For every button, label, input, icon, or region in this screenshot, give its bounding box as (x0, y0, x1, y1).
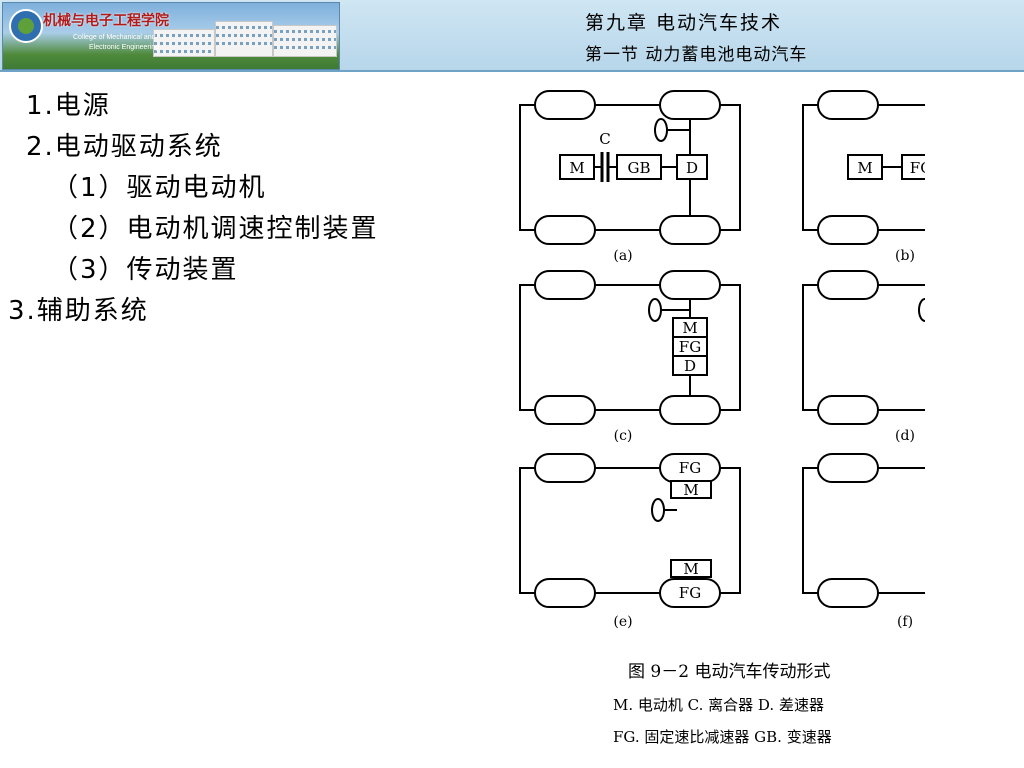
logo-subtitle: Electronic Engineering (89, 44, 160, 51)
outline-item: 2.电动驱动系统 (26, 132, 223, 162)
component-label: D (684, 357, 696, 375)
panel-label: (b) (895, 248, 915, 264)
panel-label: (d) (895, 428, 915, 444)
figure-caption: 图 9－2 电动汽车传动形式 (628, 662, 831, 682)
panel-e (519, 453, 741, 608)
outline-subitem: （3）传动装置 (52, 255, 239, 285)
panel-label: (c) (614, 428, 633, 444)
building-graphic (215, 21, 273, 57)
college-logo-banner: 机械与电子工程学院 College of Mechanical and Elec… (2, 2, 340, 70)
logo-title: 机械与电子工程学院 (43, 13, 169, 29)
component-label: M (683, 560, 698, 578)
panel-f (802, 453, 925, 608)
component-label: FG (679, 338, 701, 356)
component-label: FG (679, 459, 701, 477)
component-label: GB (627, 159, 650, 177)
figure-legend-line: M. 电动机 C. 离合器 D. 差速器 (613, 696, 824, 714)
panel-label: (e) (613, 614, 632, 630)
component-label: FG (910, 159, 925, 177)
chapter-title: 第九章 电动汽车技术 (585, 12, 783, 34)
panel-b (802, 90, 925, 245)
component-label: M (569, 159, 584, 177)
logo-subtitle: College of Mechanical and (73, 34, 156, 41)
component-label: C (599, 130, 610, 148)
building-graphic (153, 29, 215, 57)
panel-label: (f) (897, 614, 913, 630)
outline-subitem: （2）电动机调速控制装置 (52, 214, 379, 244)
college-emblem-icon (9, 9, 43, 43)
outline-subitem: （1）驱动电动机 (52, 173, 267, 203)
header-banner: 机械与电子工程学院 College of Mechanical and Elec… (0, 0, 1024, 72)
panel-d (802, 270, 925, 425)
component-label: D (686, 159, 698, 177)
outline-item: 1.电源 (26, 91, 111, 121)
drivetrain-diagram: M C GB D M FG D M FG D FG M M FG FG M M … (519, 90, 925, 630)
component-label: FG (679, 584, 701, 602)
section-title: 第一节 动力蓄电池电动汽车 (585, 45, 808, 65)
figure-legend-line: FG. 固定速比减速器 GB. 变速器 (613, 728, 832, 746)
panel-label: (a) (613, 248, 632, 264)
component-label: M (682, 319, 697, 337)
component-label: M (857, 159, 872, 177)
component-label: M (683, 481, 698, 499)
panel-c (519, 270, 741, 425)
panel-a (519, 90, 741, 245)
building-graphic (273, 25, 337, 57)
outline-item: 3.辅助系统 (8, 296, 149, 326)
